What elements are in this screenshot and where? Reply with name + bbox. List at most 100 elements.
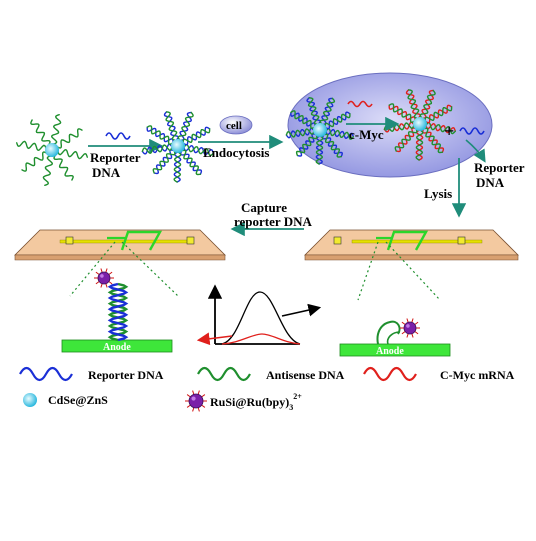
legend-rusi-superscript: 2+ [293,392,302,401]
rusi-spike [100,268,103,273]
rusi-spike [406,333,409,338]
dna-strand [56,128,83,149]
rusi-spike [201,404,206,408]
dna-strand [419,89,436,120]
cell-icon [219,115,253,135]
rusi-spike [186,394,191,398]
rusi-spike [100,283,103,288]
dna-strand [141,144,173,154]
captured-duplex-helix [107,282,129,342]
rusi-spike [197,390,200,395]
qd-duplex-conjugate [141,111,214,183]
arrow-signal-up [281,303,322,317]
legend-cmyc-mrna: C-Myc mRNA [440,368,515,382]
rusi-core [97,271,111,285]
ecl-curve-high [221,291,301,345]
qd-duplex-in-cell [285,97,354,165]
dna-strand [423,127,444,154]
label-lysis: Lysis [424,186,452,201]
rusi-spike [411,333,414,338]
label-cmyc: c-Myc [349,127,384,142]
rusi-spike [411,318,414,323]
qd-core-icon [413,117,427,131]
label-reporter-dna-top: Reporter [90,150,141,165]
dna-strand [16,140,47,152]
qd-core-icon [171,139,185,153]
dna-strand [290,110,316,130]
dna-strand [181,149,202,176]
label-capture-2: reporter DNA [234,214,312,229]
label-capture: Capture [241,200,287,215]
rusi-highlight [406,324,410,328]
qd-antisense-conjugate [16,114,88,186]
qd-core-icon [313,123,327,137]
dna-strand [307,97,320,125]
rusi-spike [201,394,206,398]
rusi-spike [105,268,108,273]
reporter-dna-small-icon [105,132,131,140]
rusi-spike [401,331,406,335]
dna-strand [323,133,342,158]
rusi-core [188,393,204,409]
electrode-chip-left [14,229,226,297]
hairpin-antisense [376,320,401,345]
rusi-spike [108,271,113,275]
arrow-signal-down [196,332,233,346]
dna-strand [173,151,182,183]
dna-strand [388,103,416,123]
dna-strand [424,106,453,122]
rusi-spike [406,318,409,323]
legend-cdse-zns-icon [23,393,37,407]
dna-strand [319,97,336,126]
dna-strand [57,148,88,160]
ecl-signal-plot [196,284,322,346]
dna-strand [53,154,74,181]
rusi-highlight [191,396,196,401]
dna-strand [415,129,424,161]
dna-strand [394,127,418,152]
rusi-spike [197,407,200,412]
dna-strand [21,151,48,172]
dna-strand [30,119,51,146]
legend-antisense-dna: Antisense DNA [266,368,345,382]
dna-strand [183,143,214,157]
legend-reporter-dna: Reporter DNA [88,368,164,382]
rusi-highlight [100,274,104,278]
rusi-spike [414,321,419,325]
rusi-spike [108,281,113,285]
rusi-spike [192,407,195,412]
dna-strand [425,121,456,135]
rusi-spike [401,321,406,325]
dna-strand [315,135,324,165]
dna-strand [177,111,194,142]
duplex-strand [107,282,129,342]
legend-rusi-subscript: 3 [289,403,293,412]
dna-strand [295,133,318,157]
cmyc-mrna-small-icon [347,100,373,108]
qd-core-icon [45,143,59,157]
legend-rusi-icon [185,390,207,412]
label-cell: cell [226,120,242,132]
rusi-spike [192,390,195,395]
dna-strand [407,89,420,119]
dna-strand [182,128,211,144]
rusi-spike [414,331,419,335]
reporter-dna-released-icon [459,127,485,135]
label-anode-left: Anode [103,342,131,353]
legend-antisense-dna-icon [197,366,251,382]
label-anode-right: Anode [376,346,404,357]
dna-strand [165,111,178,141]
rusi-spike [186,404,191,408]
rusi-nanoparticle-right [400,318,420,338]
dna-strand [50,114,62,145]
arrow-release [465,139,486,163]
ecl-curve-low [221,333,301,345]
hairpin-tail [386,331,401,345]
rusi-spike [105,283,108,288]
dna-strand [285,128,315,138]
rusi-core [403,321,417,335]
anode-right [339,343,451,357]
dna-strand [324,113,351,128]
